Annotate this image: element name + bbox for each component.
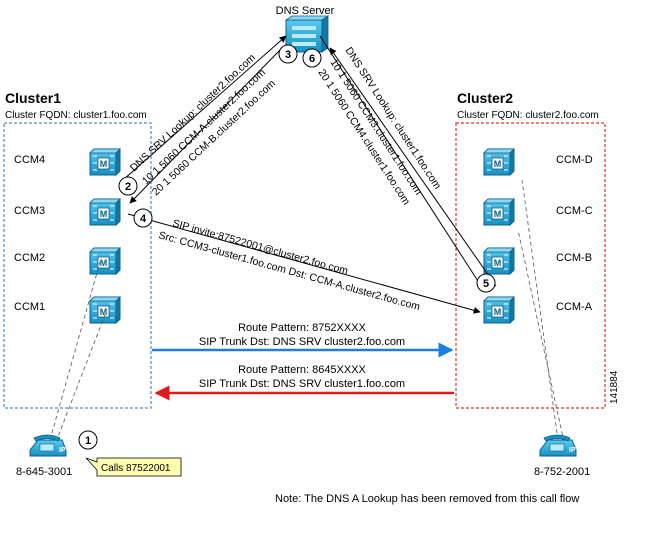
cluster1-node-ccm2-label: CCM2 (14, 252, 45, 264)
cluster2-node-ccmb-label: CCM-B (556, 252, 592, 264)
cluster2-node-ccma-label: CCM-A (556, 301, 593, 313)
cluster2-phone-number: 8-752-2001 (534, 466, 590, 478)
dns-server-label: DNS Server (276, 5, 335, 17)
callmanager-server-icon (483, 296, 515, 324)
step-markers: 1 2 3 4 5 6 (78, 44, 496, 450)
svg-text:3: 3 (285, 49, 291, 61)
dns-reply-ccm3: 10 1 5060 CCM3.cluster1.foo.com (327, 57, 424, 197)
step-5-marker: 5 (476, 273, 496, 293)
callmanager-server-icon (89, 148, 121, 176)
trunk-to-cluster1-dest: SIP Trunk Dst: DNS SRV cluster1.foo.com (199, 378, 405, 390)
callout-text: Calls 87522001 (101, 463, 171, 474)
cluster2-node-ccmc-label: CCM-C (556, 205, 593, 217)
cluster2-fqdn: Cluster FQDN: cluster2.foo.com (457, 110, 599, 121)
svg-text:4: 4 (140, 213, 147, 225)
cluster2-boundary (455, 122, 606, 409)
cluster1-phone-number: 8-645-3001 (16, 466, 72, 478)
cluster1-node-ccm3-label: CCM3 (14, 205, 45, 217)
callmanager-server-icon (483, 148, 515, 176)
sip-src-dst-message: Src: CCM3-cluster1.foo.com Dst: CCM-A.cl… (157, 229, 421, 313)
footnote: Note: The DNS A Lookup has been removed … (275, 493, 579, 505)
svg-text:6: 6 (309, 53, 315, 65)
cluster1-node-ccm1-label: CCM1 (14, 301, 45, 313)
step-3-marker: 3 (278, 44, 298, 64)
step-2-marker: 2 (118, 176, 138, 196)
cluster1-boundary (3, 122, 152, 409)
dns-server-icon (284, 15, 330, 53)
callmanager-server-icon (483, 198, 515, 226)
dns-reply-ccm-a: 10 1 5060 CCM-A.cluster2.foo.com (140, 66, 268, 187)
svg-text:1: 1 (85, 435, 91, 447)
step-1-marker: 1 (78, 430, 98, 450)
call-callout: Calls 87522001 (85, 457, 182, 477)
callmanager-server-icon (89, 296, 121, 324)
cluster1-fqdn: Cluster FQDN: cluster1.foo.com (5, 110, 147, 121)
cluster1-title: Cluster1 (5, 90, 61, 106)
svg-text:2: 2 (125, 181, 131, 193)
svg-text:5: 5 (483, 278, 489, 290)
step-6-marker: 6 (302, 48, 322, 68)
callmanager-server-icon (483, 247, 515, 275)
callmanager-server-icon (89, 198, 121, 226)
cluster2-title: Cluster2 (457, 90, 513, 106)
ip-phone-icon (29, 434, 67, 457)
cluster2-node-ccmd-label: CCM-D (556, 154, 593, 166)
dns-flow-lines (122, 35, 497, 314)
callmanager-server-icon (89, 247, 121, 275)
figure-id: 141884 (609, 370, 620, 404)
trunk-to-cluster2-pattern: Route Pattern: 8752XXXX (238, 322, 366, 334)
trunk-to-cluster1-pattern: Route Pattern: 8645XXXX (238, 364, 366, 376)
dns-reply-ccm4: 20 1 5060 CCM4.cluster1.foo.com (315, 67, 412, 207)
step-4-marker: 4 (133, 208, 153, 228)
trunk-to-cluster2-dest: SIP Trunk Dst: DNS SRV cluster2.foo.com (199, 336, 405, 348)
cluster1-node-ccm4-label: CCM4 (14, 154, 45, 166)
ip-phone-icon (539, 434, 577, 457)
phone-registration-lines (49, 179, 565, 443)
